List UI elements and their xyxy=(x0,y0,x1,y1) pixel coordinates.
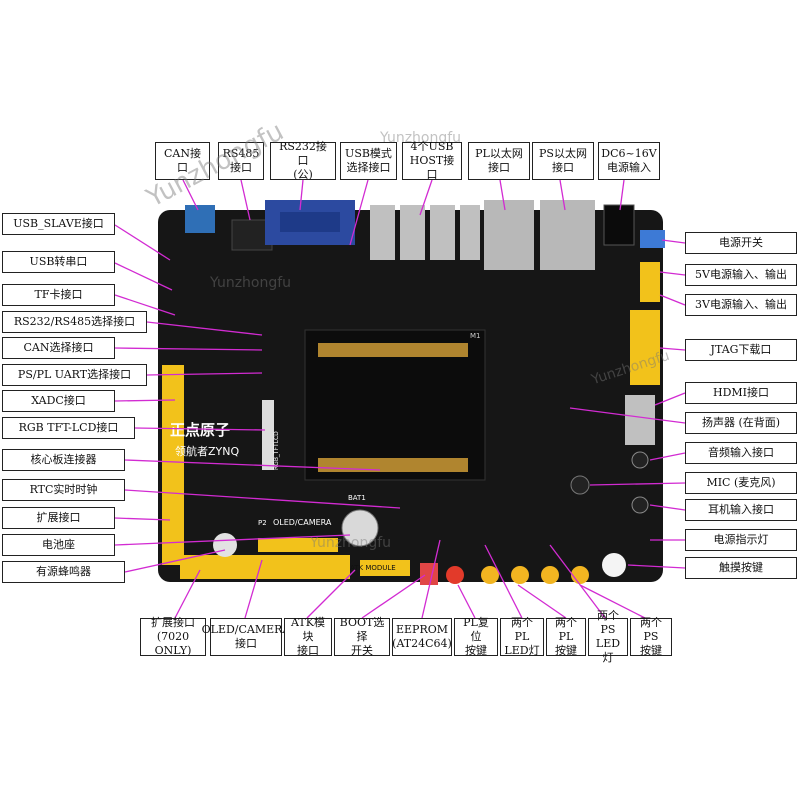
label-tf: TF卡接口 xyxy=(2,284,115,306)
label-core: 核心板连接器 xyxy=(2,449,125,471)
label-uartsel: PS/PL UART选择接口 xyxy=(2,364,147,386)
label-pleth: PL以太网 接口 xyxy=(468,142,530,180)
label-rs232sel: RS232/RS485选择接口 xyxy=(2,311,147,333)
label-lcd: RGB TFT-LCD接口 xyxy=(2,417,135,439)
label-dcin: DC6~16V 电源输入 xyxy=(598,142,660,180)
label-audioin: 音频输入接口 xyxy=(685,442,797,464)
silk-oled: OLED/CAMERA xyxy=(273,518,332,527)
left-ext-header xyxy=(162,365,184,565)
atk-header xyxy=(360,560,410,576)
label-rtc: RTC实时时钟 xyxy=(2,479,125,501)
usb-host-1 xyxy=(370,205,395,260)
ps-key-1 xyxy=(541,566,559,584)
label-rs485: RS485 接口 xyxy=(218,142,264,180)
can-connector xyxy=(185,205,215,233)
label-eeprom: EEPROM (AT24C64) xyxy=(392,618,452,656)
silk-m1: M1 xyxy=(470,332,481,340)
label-earphone: 耳机输入接口 xyxy=(685,499,797,521)
label-pwrled: 电源指示灯 xyxy=(685,529,797,551)
pl-ethernet-jack xyxy=(484,200,534,270)
label-can: CAN接口 xyxy=(155,142,210,180)
label-usbhost: 4个USB HOST接口 xyxy=(402,140,462,181)
usb-host-3 xyxy=(430,205,455,260)
silk-atk: ATK MODULE xyxy=(350,564,396,572)
usb-host-4 xyxy=(460,205,480,260)
buzzer xyxy=(213,533,237,557)
silk-bat: BAT1 xyxy=(348,494,366,502)
watermark-text-2: Yunzhongfu xyxy=(380,130,462,146)
rs232-dsub xyxy=(280,212,340,232)
pl-key-2 xyxy=(511,566,529,584)
label-xadc: XADC接口 xyxy=(2,390,115,412)
label-pskey: 两个PS 按键 xyxy=(630,616,672,657)
power-headers xyxy=(640,262,660,302)
label-pseth: PS以太网 接口 xyxy=(532,142,594,180)
power-switch xyxy=(640,230,665,248)
label-usbserial: USB转串口 xyxy=(2,251,115,273)
label-oled: OLED/CAMERA 接口 xyxy=(202,618,290,656)
label-usbmode: USB模式 选择接口 xyxy=(340,142,397,180)
label-ext: 扩展接口 xyxy=(2,507,115,529)
leader-lines xyxy=(114,179,686,619)
label-v5: 5V电源输入、输出 xyxy=(685,264,797,286)
model-silk: 领航者ZYNQ xyxy=(175,444,239,458)
pl-key-1 xyxy=(481,566,499,584)
silk-p2: P2 xyxy=(258,519,267,527)
label-atk: ATK模块 接口 xyxy=(284,616,332,657)
battery-holder xyxy=(341,509,379,547)
label-speaker: 扬声器 (在背面) xyxy=(685,412,797,434)
label-battery: 电池座 xyxy=(2,534,115,556)
core-connector-top xyxy=(318,343,468,357)
lcd-connector xyxy=(262,400,274,470)
ps-key-2 xyxy=(571,566,589,584)
label-hdmi: HDMI接口 xyxy=(685,382,797,404)
boot-switch xyxy=(420,563,438,585)
oled-header xyxy=(258,538,338,552)
ps-ethernet-jack xyxy=(540,200,595,270)
label-plkey: 两个PL 按键 xyxy=(546,616,586,657)
core-connector-bottom xyxy=(318,458,468,472)
watermark-text-3: Yunzhongfu xyxy=(210,275,292,291)
label-power: 电源开关 xyxy=(685,232,797,254)
audio-in-jack xyxy=(631,451,649,469)
label-ext7020: 扩展接口 (7020 ONLY) xyxy=(140,616,206,657)
label-buzzer: 有源蜂鸣器 xyxy=(2,561,125,583)
silk-rgb: RGB_TFTLCD xyxy=(273,431,280,470)
jtag-header xyxy=(630,310,660,385)
bottom-ext-header xyxy=(180,555,350,579)
label-psled: 两个PS LED灯 xyxy=(588,609,628,664)
label-rs232: RS232接口 (公) xyxy=(270,140,336,181)
touch-key xyxy=(602,553,626,577)
label-plled: 两个PL LED灯 xyxy=(500,616,544,657)
label-boot: BOOT选择 开关 xyxy=(334,616,390,657)
label-usbslave: USB_SLAVE接口 xyxy=(2,213,115,235)
label-jtag: JTAG下载口 xyxy=(685,339,797,361)
dc-jack xyxy=(603,204,635,246)
mic-component xyxy=(570,475,590,495)
label-touch: 触摸按键 xyxy=(685,557,797,579)
label-v3: 3V电源输入、输出 xyxy=(685,294,797,316)
label-plreset: PL复位 按键 xyxy=(454,616,498,657)
pl-reset-button xyxy=(446,566,464,584)
label-mic: MIC (麦克风) xyxy=(685,472,797,494)
label-cansel: CAN选择接口 xyxy=(2,337,115,359)
watermark-text-5: Yunzhongfu xyxy=(310,535,392,551)
earphone-jack xyxy=(631,496,649,514)
brand-silk: 正点原子 xyxy=(170,421,230,439)
hdmi-connector xyxy=(625,395,655,445)
